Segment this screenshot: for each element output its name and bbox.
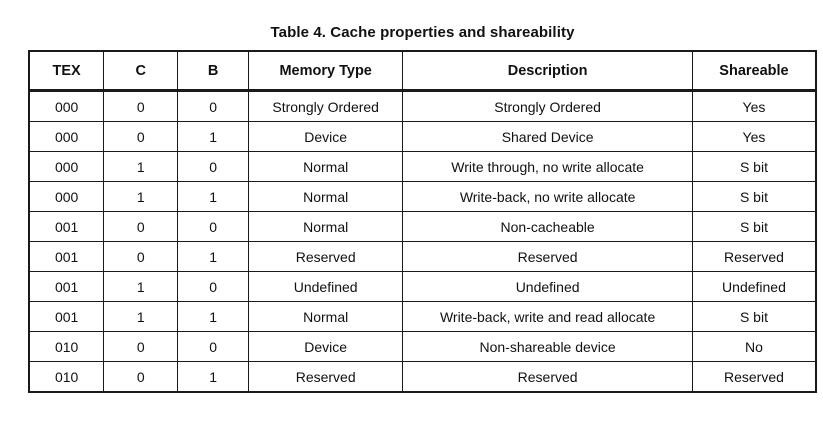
table-cell: 1 — [177, 181, 250, 212]
table-cell: 1 — [103, 181, 179, 212]
table-cell: 001 — [28, 211, 105, 242]
table-cell: 1 — [103, 301, 179, 332]
table-cell: 1 — [177, 121, 250, 152]
table-cell: Strongly Ordered — [402, 90, 693, 122]
table-cell: 1 — [177, 241, 250, 272]
table-cell: Strongly Ordered — [248, 90, 404, 122]
table-cell: 0 — [103, 211, 179, 242]
table-cell: 000 — [28, 90, 105, 122]
table-cell: 0 — [177, 90, 250, 122]
table-cell: Write through, no write allocate — [402, 151, 693, 182]
column-header: Description — [402, 50, 693, 92]
column-header: C — [103, 50, 179, 92]
table-cell: 0 — [103, 121, 179, 152]
table-cell: 1 — [177, 361, 250, 393]
table-cell: Yes — [691, 90, 817, 122]
table-cell: Reserved — [402, 241, 693, 272]
table-cell: Write-back, write and read allocate — [402, 301, 693, 332]
table-cell: Yes — [691, 121, 817, 152]
table-cell: 010 — [28, 331, 105, 362]
table-cell: Normal — [248, 211, 404, 242]
column-header: Shareable — [691, 50, 817, 92]
table-cell: 001 — [28, 241, 105, 272]
table-cell: 1 — [103, 271, 179, 302]
table-cell: 001 — [28, 271, 105, 302]
table-cell: Undefined — [691, 271, 817, 302]
table-cell: 1 — [103, 151, 179, 182]
table-cell: Normal — [248, 181, 404, 212]
table-cell: Reserved — [248, 241, 404, 272]
table-cell: Reserved — [248, 361, 404, 393]
table-cell: Reserved — [691, 361, 817, 393]
table-cell: S bit — [691, 181, 817, 212]
table-cell: 0 — [103, 90, 179, 122]
table-cell: S bit — [691, 301, 817, 332]
table-cell: 000 — [28, 121, 105, 152]
table-cell: 0 — [103, 241, 179, 272]
table-cell: 000 — [28, 151, 105, 182]
table-cell: Undefined — [248, 271, 404, 302]
column-header: B — [177, 50, 250, 92]
table-cell: 0 — [103, 361, 179, 393]
table-cell: 0 — [177, 151, 250, 182]
table-cell: 001 — [28, 301, 105, 332]
table-caption: Table 4. Cache properties and shareabili… — [270, 24, 575, 41]
table-container: Table 4. Cache properties and shareabili… — [28, 24, 817, 393]
table-cell: Normal — [248, 151, 404, 182]
table-cell: 010 — [28, 361, 105, 393]
table-cell: Device — [248, 331, 404, 362]
column-header: Memory Type — [248, 50, 404, 92]
table-cell: Reserved — [402, 361, 693, 393]
table-cell: 0 — [177, 331, 250, 362]
table-cell: Write-back, no write allocate — [402, 181, 693, 212]
table-cell: No — [691, 331, 817, 362]
table-cell: 0 — [103, 331, 179, 362]
table-cell: Shared Device — [402, 121, 693, 152]
table-cell: Normal — [248, 301, 404, 332]
column-header: TEX — [28, 50, 105, 92]
table-cell: S bit — [691, 211, 817, 242]
table-cell: Non-cacheable — [402, 211, 693, 242]
table-cell: 1 — [177, 301, 250, 332]
table-cell: Device — [248, 121, 404, 152]
table-cell: Reserved — [691, 241, 817, 272]
table-cell: 0 — [177, 271, 250, 302]
table-cell: 0 — [177, 211, 250, 242]
table-cell: Non-shareable device — [402, 331, 693, 362]
table-cell: Undefined — [402, 271, 693, 302]
table-cell: 000 — [28, 181, 105, 212]
table-cell: S bit — [691, 151, 817, 182]
